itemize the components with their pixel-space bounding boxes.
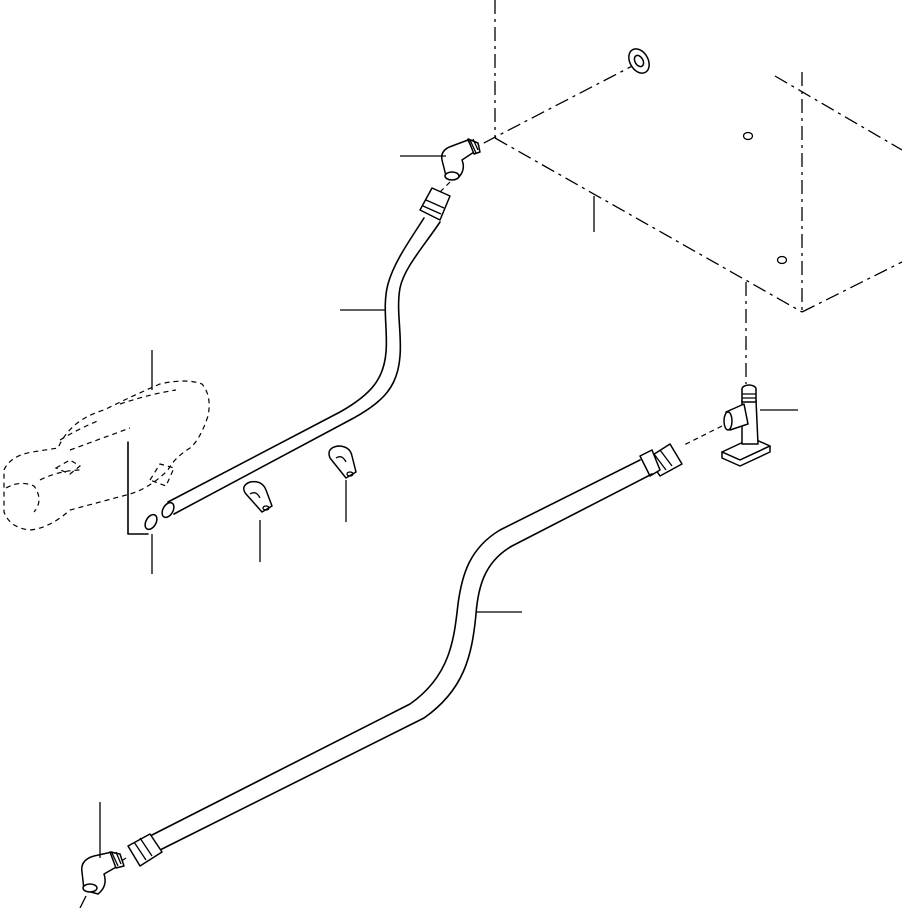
upper-elbow-fitting — [400, 138, 481, 181]
injection-pump — [3, 350, 210, 535]
washer-centerline — [477, 61, 641, 147]
lower-elbow-fitting — [79, 802, 125, 908]
fuel-tank — [494, 0, 902, 313]
upper-fuel-tube — [161, 187, 451, 519]
tube-clamp-left — [243, 480, 273, 562]
tube-clamp-right — [328, 445, 357, 522]
elbow-to-tube-centerline — [439, 181, 451, 193]
tank-hole-icon — [742, 131, 754, 141]
pump-gasket — [144, 513, 158, 574]
lower-fuel-tube — [127, 443, 683, 867]
tee-to-tube-centerline — [681, 425, 723, 447]
tank-hole-icon — [776, 255, 788, 265]
tee-fitting — [721, 384, 798, 467]
tank-return-washer — [628, 48, 650, 74]
